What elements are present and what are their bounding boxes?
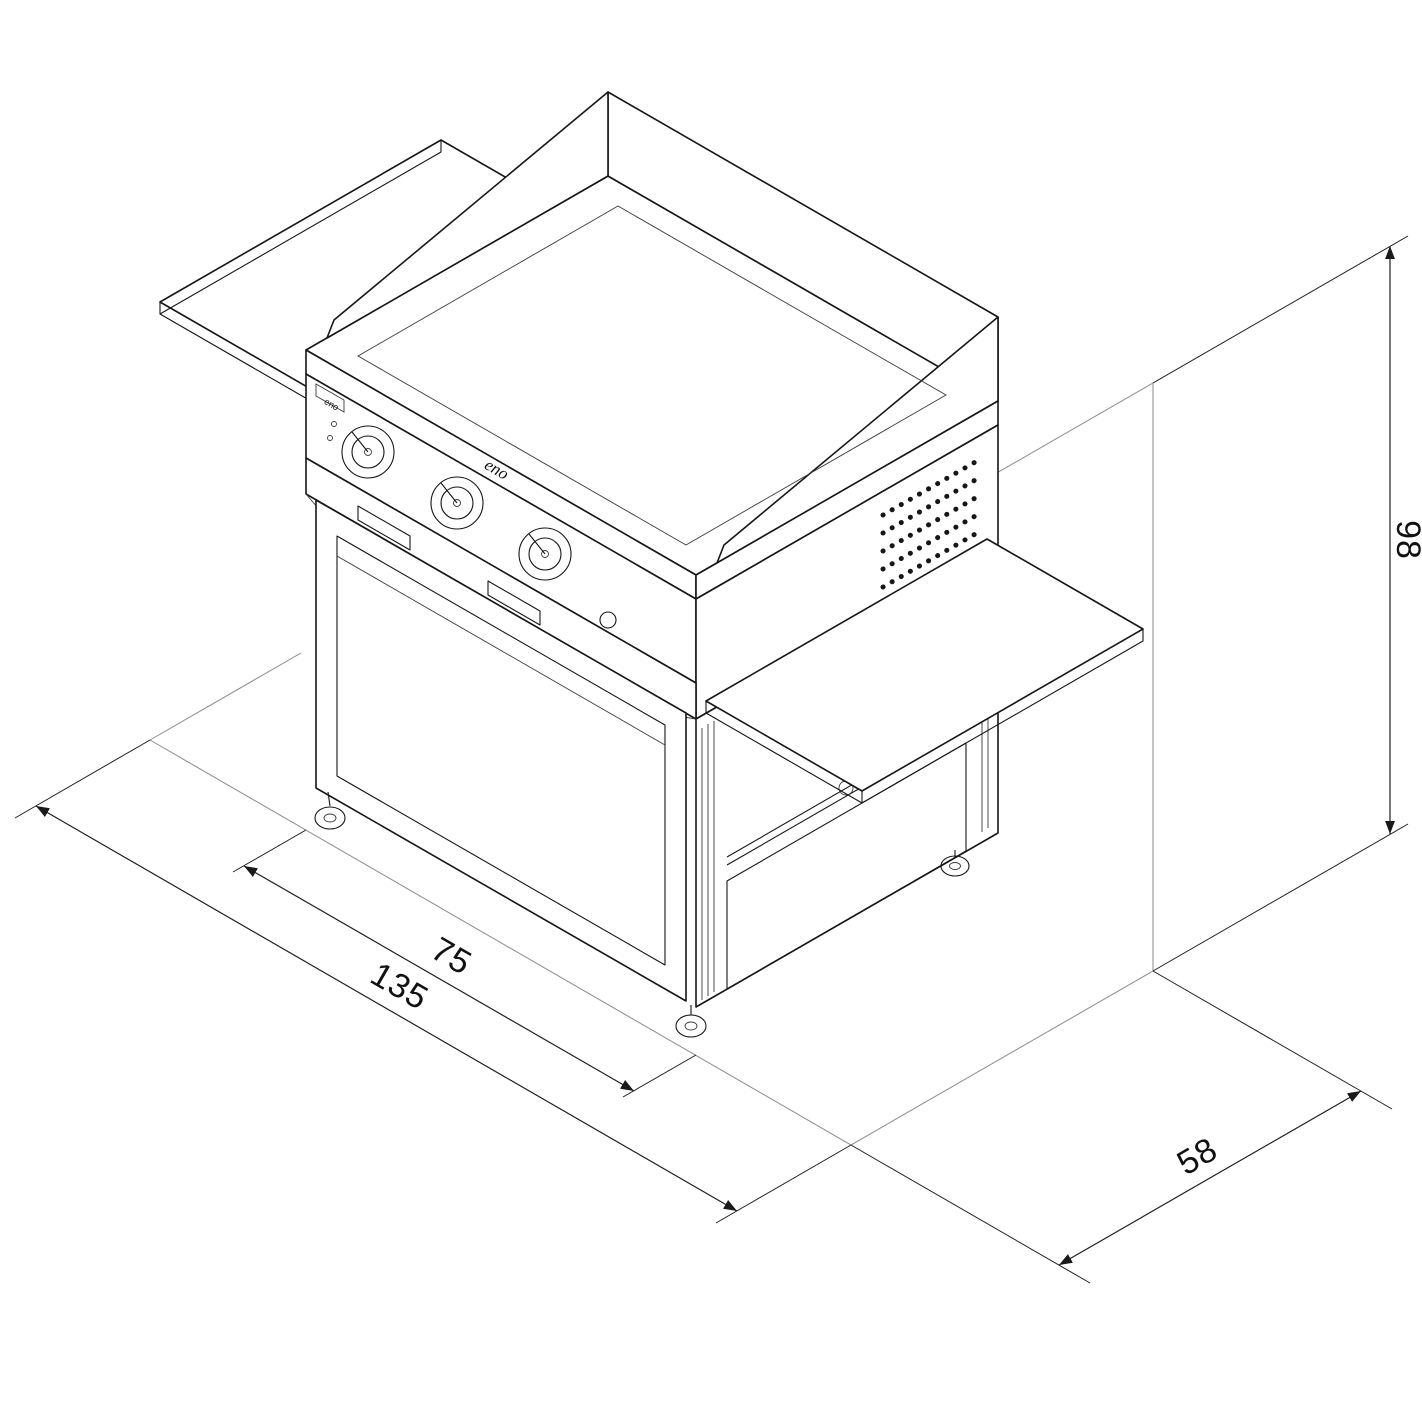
right-shelf	[705, 538, 1144, 804]
dimension-depth: 58	[850, 970, 1393, 1284]
dimension-label-135: 135	[364, 955, 435, 1018]
splash-guard-left	[326, 91, 609, 339]
caster-wheel-back-right	[940, 850, 970, 877]
door-top-seam	[336, 555, 666, 746]
handle-slot	[487, 580, 541, 626]
handle-slot	[357, 505, 411, 551]
plancha-cart: eno eno	[159, 91, 1144, 1038]
dimension-label-98: 98	[1389, 520, 1422, 560]
dimension-height: 98	[1152, 235, 1422, 972]
piezo-igniter-button	[599, 611, 617, 629]
burner-knob-2	[430, 476, 484, 530]
burner-knob-3	[518, 527, 572, 581]
caster-wheel-front-right	[675, 1005, 707, 1038]
brand-chip	[315, 383, 345, 413]
griddle-top	[305, 91, 999, 576]
screw-dot	[327, 435, 333, 441]
screw-dot	[331, 421, 337, 427]
control-panel: eno	[305, 373, 999, 720]
vent-perforations	[880, 458, 980, 590]
cooking-surface-inner-edge	[357, 205, 947, 546]
burner-knob-1	[341, 425, 395, 479]
